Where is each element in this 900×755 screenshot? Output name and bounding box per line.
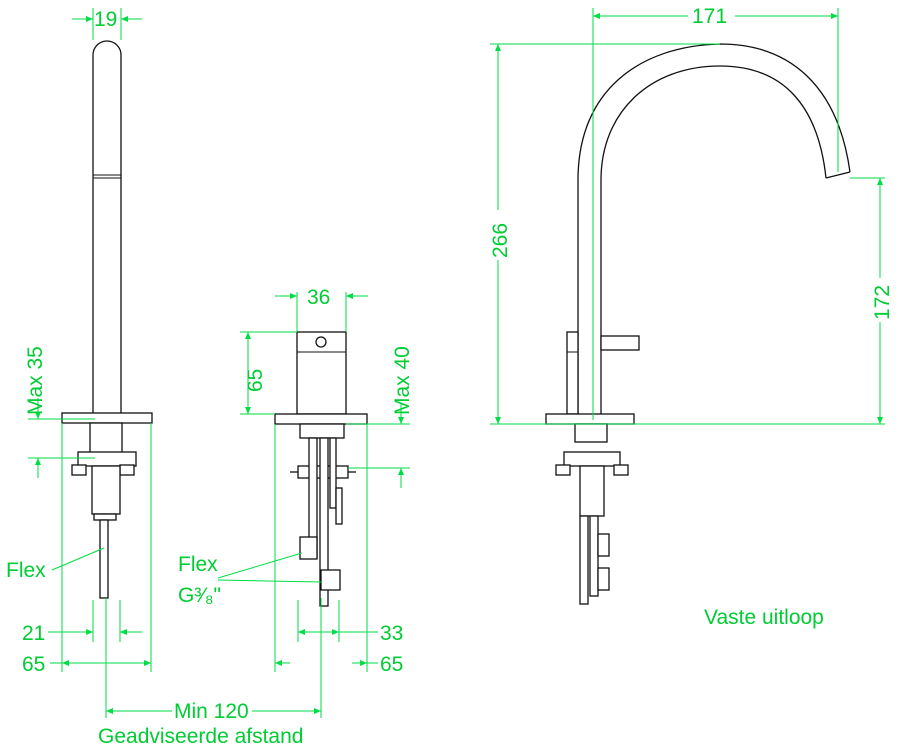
spacing-note-label: Geadviseerde afstand: [98, 725, 303, 748]
left-flex-label: Flex: [6, 559, 46, 582]
spacing-annotation: Min 120 Geadviseerde afstand: [98, 700, 321, 748]
middle-view: 36 65 Max 40 Flex G³⁄₈" 33 65: [178, 286, 414, 718]
middle-flex-label: Flex: [178, 553, 218, 576]
right-total-height-label: 266: [489, 223, 512, 258]
middle-dimension-lines: [217, 292, 410, 718]
middle-handle-width-label: 36: [307, 286, 330, 309]
right-caption: Vaste uitloop: [704, 606, 824, 629]
left-hose-width-label: 21: [22, 622, 45, 645]
left-spout-drawing: [61, 40, 153, 599]
middle-hose-width-label: 33: [380, 622, 403, 645]
middle-base-width-label: 65: [380, 653, 403, 676]
left-deck-max-label: Max 35: [24, 346, 47, 415]
right-view: 171 266 172 Vaste uitloop: [489, 5, 894, 629]
left-top-width-label: 19: [94, 8, 117, 31]
middle-deck-max-label: Max 40: [391, 346, 414, 415]
right-reach-label: 171: [692, 5, 727, 28]
left-base-width-label: 65: [22, 653, 45, 676]
middle-thread-label: G³⁄₈": [178, 584, 221, 607]
left-dimension-lines: [28, 8, 152, 718]
right-faucet-drawing: [545, 43, 851, 605]
middle-handle-height-label: 65: [244, 369, 267, 392]
middle-handle-drawing: [274, 331, 368, 607]
right-spout-height-label: 172: [871, 285, 894, 320]
right-dimension-lines: [490, 8, 885, 425]
left-view: 19 Max 35 Flex 21 65: [6, 8, 153, 718]
spacing-min-label: Min 120: [174, 700, 249, 723]
